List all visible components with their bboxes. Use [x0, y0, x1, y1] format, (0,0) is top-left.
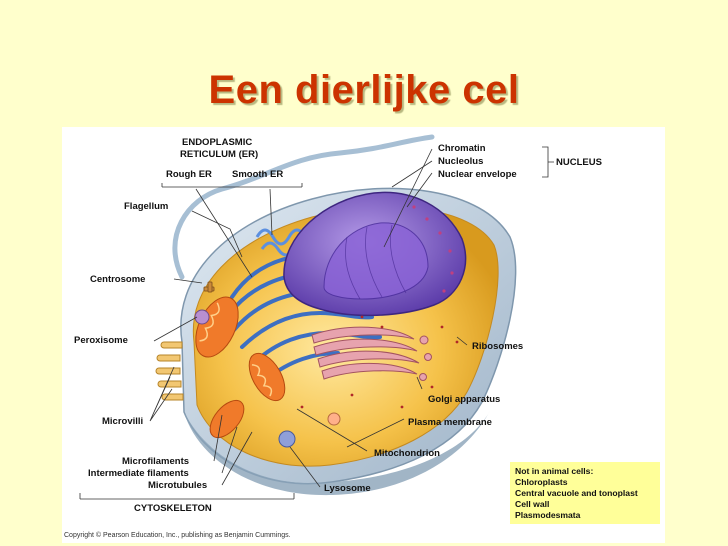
label-cytoskeleton: CYTOSKELETON: [134, 503, 212, 514]
label-intermediate-filaments: Intermediate filaments: [88, 468, 189, 479]
note-item: Chloroplasts: [515, 477, 568, 487]
note-item: Cell wall: [515, 499, 549, 509]
leader-lines: [79, 146, 554, 500]
label-microtubules: Microtubules: [148, 480, 207, 491]
nucleolus-shape: [323, 222, 429, 300]
nuclear-pores: [412, 205, 454, 293]
golgi-shape: [311, 326, 432, 381]
cell-diagram: ENDOPLASMIC RETICULUM (ER) Rough ER Smoo…: [62, 127, 665, 543]
label-microfilaments: Microfilaments: [122, 456, 189, 467]
er-heading-line1: ENDOPLASMIC: [182, 137, 252, 148]
flagellum-shape: [172, 134, 435, 280]
label-smooth-er: Smooth ER: [232, 169, 283, 180]
label-ribosomes: Ribosomes: [472, 341, 523, 352]
cell-diagram-svg: ENDOPLASMIC RETICULUM (ER) Rough ER Smoo…: [64, 134, 660, 539]
label-mitochondrion: Mitochondrion: [374, 448, 440, 459]
mitochondrion-shape: [195, 296, 286, 439]
note-heading: Not in animal cells:: [515, 466, 593, 476]
label-microvilli: Microvilli: [102, 416, 143, 427]
label-peroxisome: Peroxisome: [74, 335, 128, 346]
er-heading-line2: RETICULUM (ER): [180, 149, 258, 160]
centrosome-shape: [203, 281, 215, 293]
cell-underside: [184, 407, 492, 496]
label-centrosome: Centrosome: [90, 274, 145, 285]
label-flagellum: Flagellum: [124, 201, 168, 212]
chromatin-shape: [345, 224, 407, 300]
ribosomes-shape: [300, 315, 459, 409]
slide-title: Een dierlijke cel: [208, 68, 520, 112]
microvilli-shape: [155, 341, 184, 401]
note-item: Plasmodesmata: [515, 510, 581, 520]
label-lysosome: Lysosome: [324, 483, 371, 494]
note-box: [510, 462, 660, 524]
label-nucleolus: Nucleolus: [438, 156, 483, 167]
lysosome-shape: [278, 430, 296, 448]
copyright-text: Copyright © Pearson Education, Inc., pub…: [64, 531, 291, 539]
label-golgi: Golgi apparatus: [428, 394, 500, 405]
note-item: Central vacuole and tonoplast: [515, 488, 638, 498]
label-plasma-membrane: Plasma membrane: [408, 417, 492, 428]
label-nucleus: NUCLEUS: [556, 157, 602, 168]
vesicle-shape: [327, 412, 341, 426]
peroxisome-shape: [194, 309, 210, 325]
label-rough-er: Rough ER: [166, 169, 212, 180]
label-chromatin: Chromatin: [438, 143, 486, 154]
label-nuclear-envelope: Nuclear envelope: [438, 169, 517, 180]
